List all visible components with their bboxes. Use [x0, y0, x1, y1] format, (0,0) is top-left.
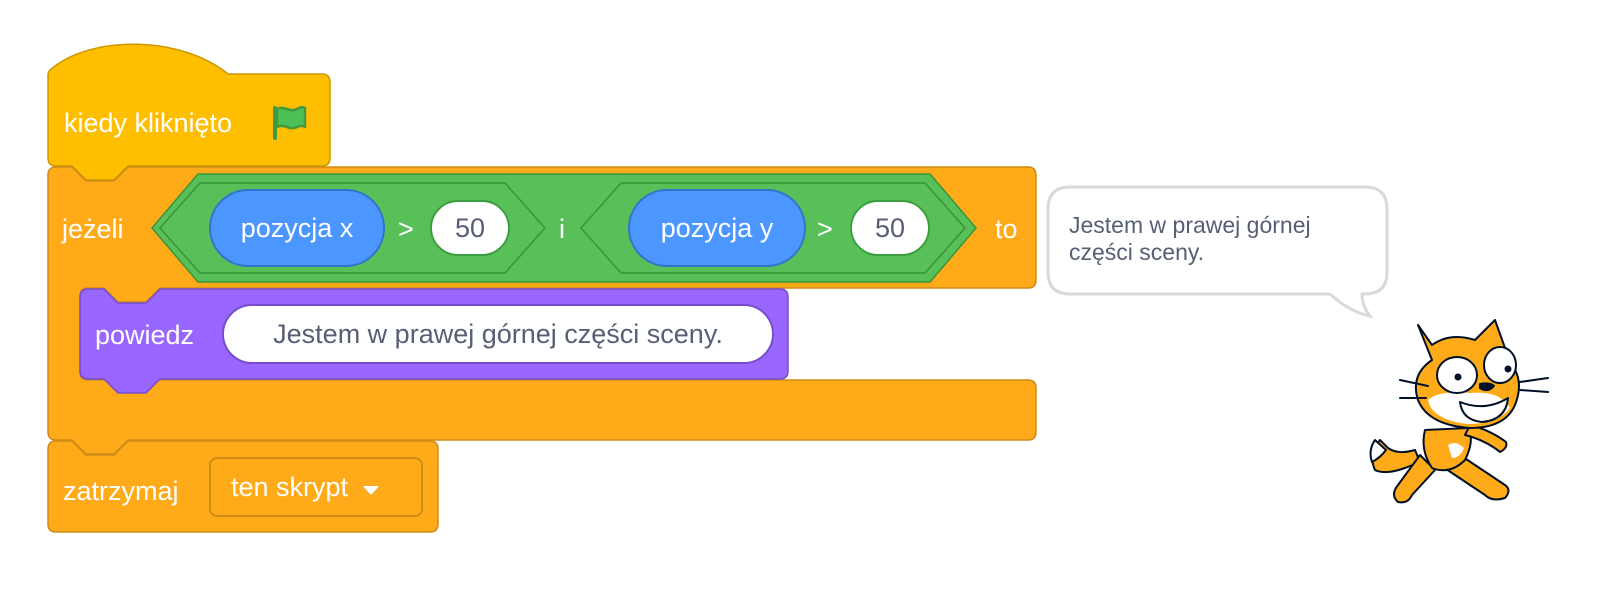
comparator-right: > [817, 214, 833, 244]
speech-bubble: Jestem w prawej górnej części sceny. [0, 0, 1400, 330]
hat-block-shape [47, 43, 331, 181]
green-flag-icon [270, 103, 310, 143]
say-message-input[interactable]: Jestem w prawej górnej części sceny. [222, 304, 774, 364]
scratch-cat-icon [1369, 319, 1549, 504]
speech-bubble-line-1: Jestem w prawej górnej [1069, 212, 1311, 238]
say-label: powiedz [95, 320, 195, 350]
greater-than-block-right[interactable]: pozycja y > 50 [0, 0, 980, 300]
hat-block-label: kiedy kliknięto [64, 108, 233, 138]
value-input-right[interactable]: 50 [850, 200, 930, 256]
say-block[interactable]: powiedz Jestem w prawej górnej części sc… [0, 0, 800, 400]
stop-block[interactable]: zatrzymaj ten skrypt [0, 0, 450, 540]
stop-option-value: ten skrypt [231, 471, 349, 502]
stop-label: zatrzymaj [63, 476, 179, 506]
then-label: to [995, 214, 1018, 244]
stop-option-dropdown[interactable]: ten skrypt [209, 457, 423, 517]
caret-down-icon [362, 472, 380, 503]
position-x-reporter[interactable]: pozycja x [209, 189, 385, 267]
scratch-cat-sprite[interactable] [1320, 290, 1550, 520]
speech-bubble-text: Jestem w prawej górnej części sceny. [1069, 212, 1311, 266]
and-operator-label: i [559, 214, 565, 244]
greater-than-block-left[interactable]: pozycja x > 50 [0, 0, 560, 300]
speech-bubble-line-2: części sceny. [1069, 239, 1205, 265]
value-input-left[interactable]: 50 [430, 200, 510, 256]
speech-bubble-shape [1046, 185, 1389, 319]
if-label: jeżeli [62, 214, 124, 244]
comparator-left: > [398, 214, 414, 244]
position-y-reporter[interactable]: pozycja y [628, 189, 806, 267]
when-flag-clicked-block[interactable]: kiedy kliknięto [0, 0, 340, 181]
if-then-block[interactable]: jeżeli i pozycja x > 50 pozycja y > 50 t… [0, 0, 1040, 455]
